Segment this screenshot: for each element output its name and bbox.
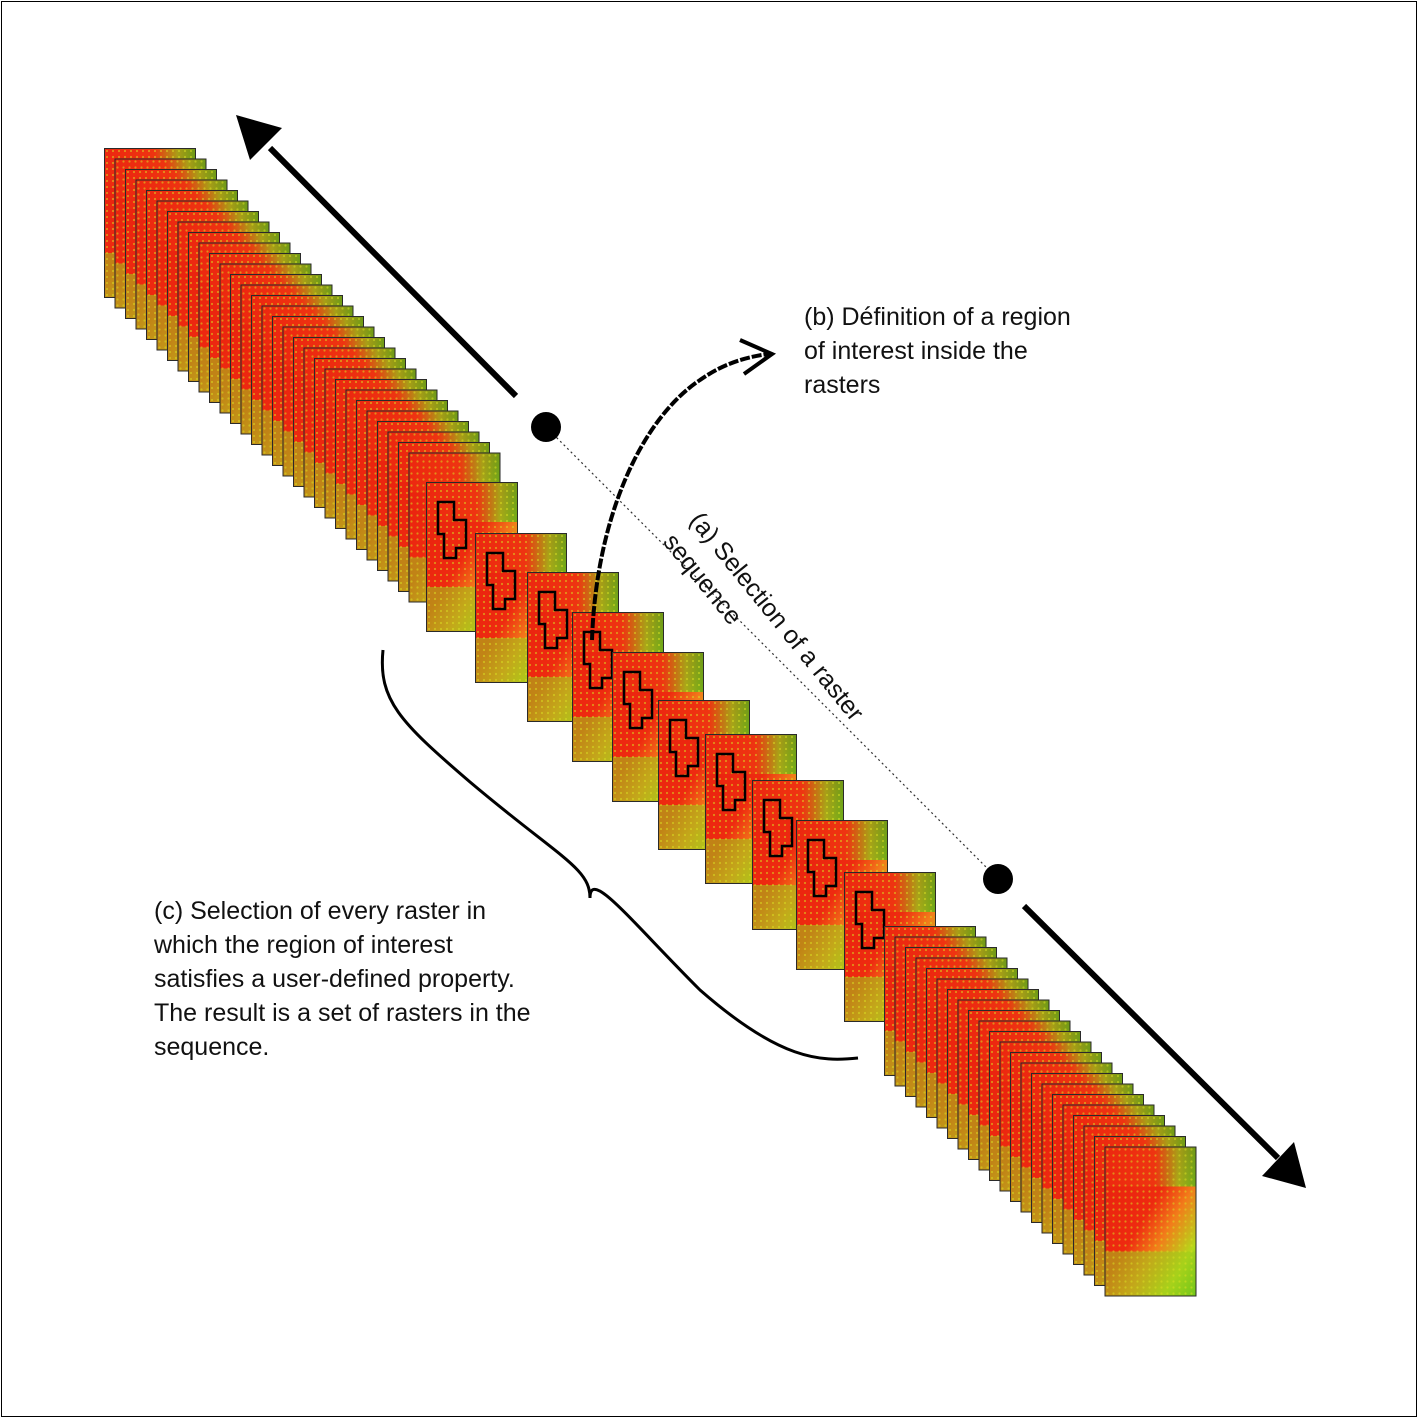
roi-pointer-arrow <box>590 338 777 641</box>
label-selection-result: (c) Selection of every raster in which t… <box>154 897 531 1061</box>
label-region-of-interest: (b) Définition of a region of interest i… <box>804 303 1071 399</box>
dot-icon <box>983 864 1013 894</box>
dot-icon <box>531 412 561 442</box>
raster-stack-lower <box>883 925 1197 1297</box>
arrow-down-right <box>1021 903 1306 1188</box>
brace-icon <box>380 649 859 1061</box>
arrowhead-icon <box>236 115 282 160</box>
raster-tile <box>1104 1146 1197 1297</box>
selection-range-line <box>545 426 999 880</box>
arrowhead-icon <box>1262 1142 1306 1188</box>
arrow-up-left <box>236 115 519 399</box>
